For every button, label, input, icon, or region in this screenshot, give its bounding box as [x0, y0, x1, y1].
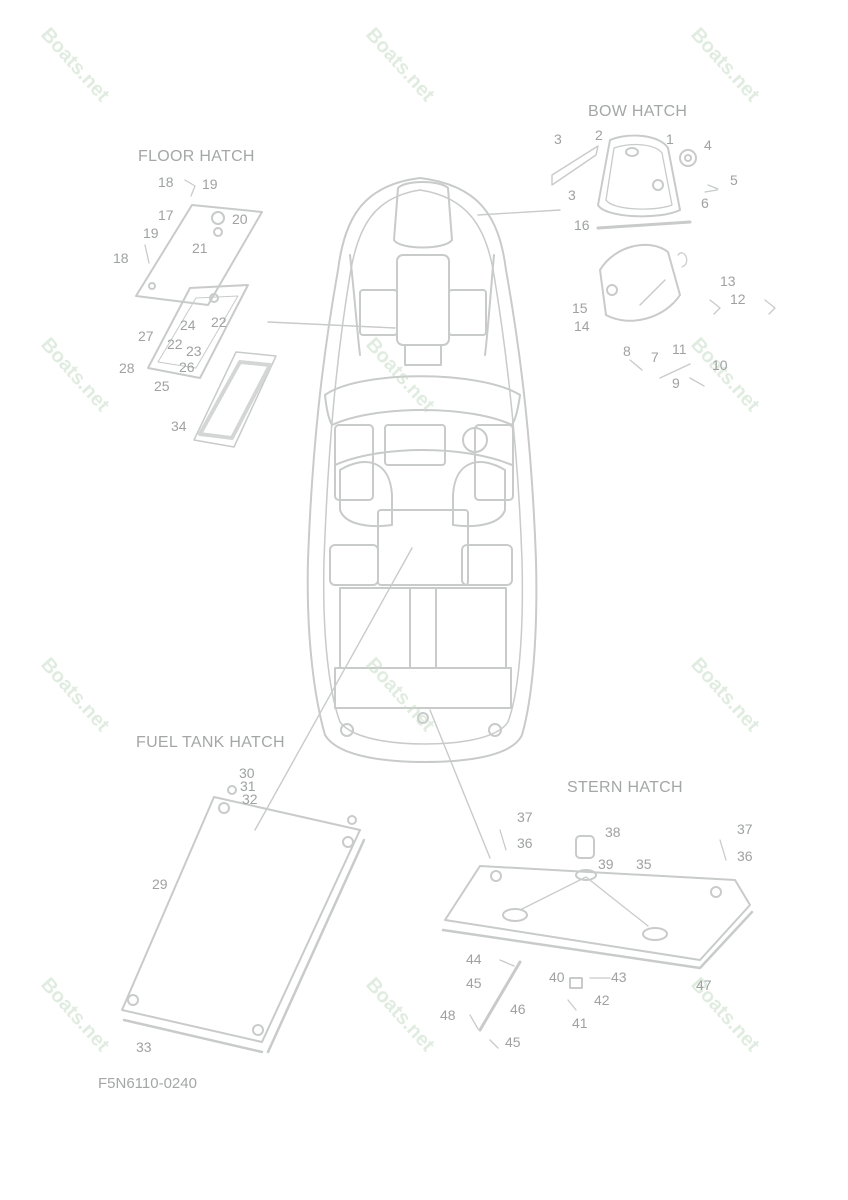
part-number: 12 [730, 291, 746, 307]
watermark-text: Boats.net [36, 334, 114, 417]
part-number: 32 [242, 791, 258, 807]
stern-hatch-parts [441, 829, 754, 1049]
part-number: 35 [636, 856, 652, 872]
part-number: 31 [240, 778, 256, 794]
section-title-fuel-tank-hatch: FUEL TANK HATCH [136, 734, 285, 751]
part-number: 27 [138, 328, 154, 344]
part-number: 46 [510, 1001, 526, 1017]
section-title-bow-hatch: BOW HATCH [588, 103, 688, 120]
part-number: 40 [549, 969, 565, 985]
part-number: 3 [554, 131, 562, 147]
bow-hatch-parts [551, 134, 776, 387]
part-number: 37 [517, 809, 533, 825]
part-number: 45 [505, 1034, 521, 1050]
part-number: 30 [239, 765, 255, 781]
part-number: 48 [440, 1007, 456, 1023]
part-number: 20 [232, 211, 248, 227]
watermark-text: Boats.net [361, 334, 439, 417]
part-number: 23 [186, 343, 202, 359]
part-number: 36 [517, 835, 533, 851]
part-number: 15 [572, 300, 588, 316]
watermark-text: Boats.net [686, 654, 764, 737]
part-number: 24 [180, 317, 196, 333]
part-number: 43 [611, 969, 627, 985]
part-number: 11 [672, 341, 687, 357]
part-number: 18 [113, 250, 129, 266]
watermark-text: Boats.net [361, 654, 439, 737]
part-number: 42 [594, 992, 610, 1008]
part-number: 13 [720, 273, 736, 289]
part-number: 9 [672, 375, 680, 391]
part-number: 26 [179, 359, 195, 375]
part-number: 17 [158, 207, 174, 223]
part-number: 38 [605, 824, 621, 840]
watermark-text: Boats.net [361, 974, 439, 1057]
part-number: 8 [623, 343, 631, 359]
part-number: 7 [651, 349, 659, 365]
part-number: 18 [158, 174, 174, 190]
boat-hull [306, 177, 538, 763]
watermark-text: Boats.net [361, 24, 439, 107]
watermark-text: Boats.net [36, 654, 114, 737]
section-title-stern-hatch: STERN HATCH [567, 779, 683, 796]
part-number: 29 [152, 876, 168, 892]
part-number: 10 [712, 357, 728, 373]
part-number: 3 [568, 187, 576, 203]
part-number: 45 [466, 975, 482, 991]
watermark-text: Boats.net [36, 974, 114, 1057]
floor-hatch-parts [135, 179, 277, 448]
part-number: 14 [574, 318, 590, 334]
part-number: 22 [211, 314, 227, 330]
fuel-tank-hatch-parts [121, 785, 366, 1054]
watermark-text: Boats.net [36, 24, 114, 107]
figure-code: F5N6110-0240 [98, 1075, 197, 1092]
part-number: 37 [737, 821, 753, 837]
part-number: 44 [466, 951, 482, 967]
part-number: 47 [696, 977, 712, 993]
part-number: 39 [598, 856, 614, 872]
watermarks: Boats.net Boats.net Boats.net Boats.net … [36, 24, 764, 1057]
part-number: 2 [595, 127, 603, 143]
part-number: 34 [171, 418, 187, 434]
part-number: 16 [574, 217, 590, 233]
section-title-floor-hatch: FLOOR HATCH [138, 148, 255, 165]
part-number: 25 [154, 378, 170, 394]
watermark-text: Boats.net [686, 24, 764, 107]
part-number: 5 [730, 172, 738, 188]
part-number: 6 [701, 195, 709, 211]
part-number: 21 [192, 240, 208, 256]
leader-lines [254, 209, 561, 859]
part-number: 41 [572, 1015, 588, 1031]
part-number: 19 [202, 176, 218, 192]
part-number: 36 [737, 848, 753, 864]
part-number: 19 [143, 225, 159, 241]
part-number: 1 [666, 131, 674, 147]
part-number: 4 [704, 137, 712, 153]
part-number: 33 [136, 1039, 152, 1055]
part-number: 28 [119, 360, 135, 376]
part-number: 22 [167, 336, 183, 352]
watermark-text: Boats.net [686, 334, 764, 417]
